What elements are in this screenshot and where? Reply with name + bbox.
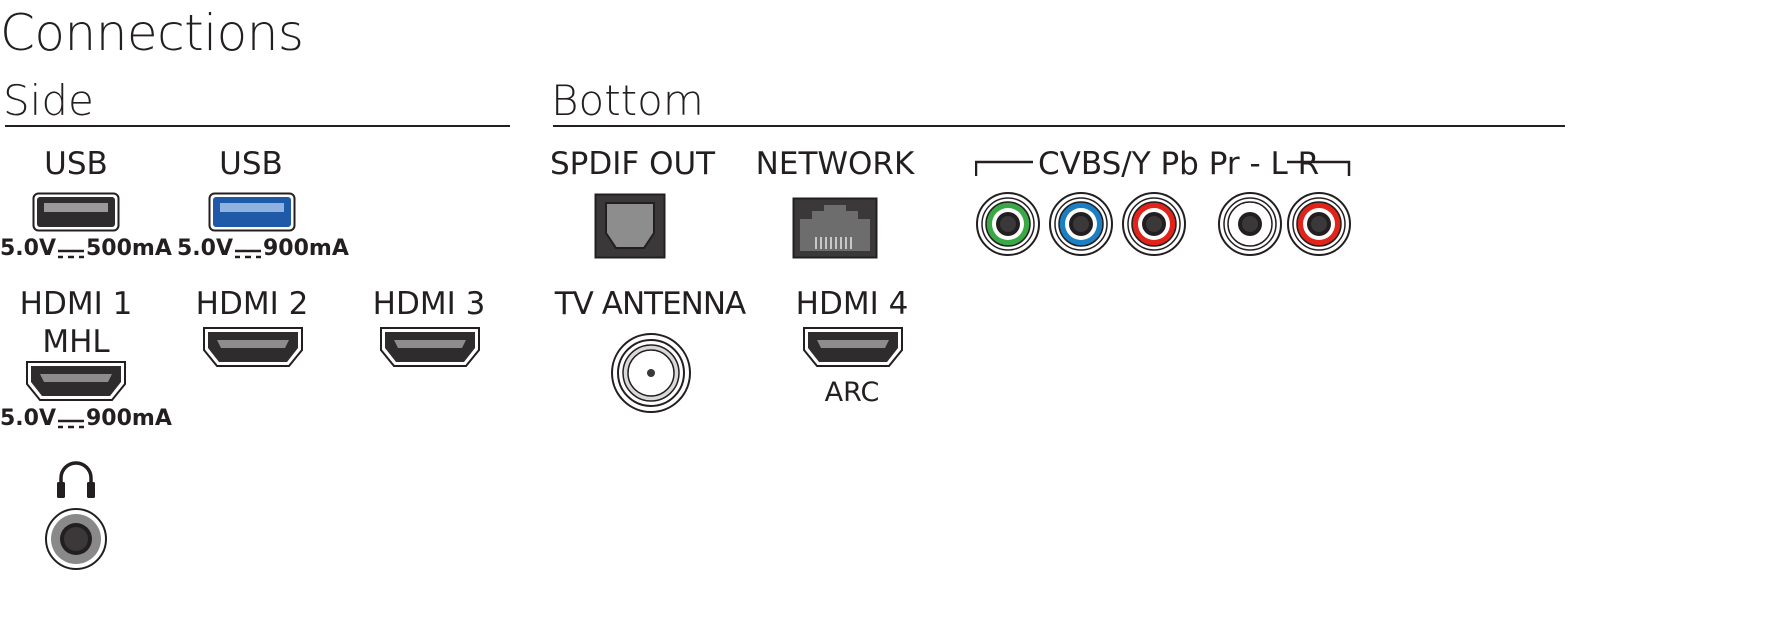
rca-jack-l-icon: [1218, 192, 1282, 256]
usb-2-port-icon: [208, 192, 296, 232]
usb-1-label: USB: [44, 146, 108, 182]
ethernet-port-icon: [792, 197, 878, 259]
dc-symbol-icon: [56, 412, 86, 429]
section-side-title: Side: [3, 76, 94, 125]
hdmi-4-arc-label: ARC: [824, 377, 880, 408]
hdmi-2-port-icon: [201, 325, 305, 369]
usb-2-label: USB: [219, 146, 283, 182]
spdif-optical-port-icon: [594, 193, 666, 259]
usb-1-port-icon: [32, 192, 120, 232]
hdmi-4-port-icon: [801, 325, 905, 369]
page-title: Connections: [0, 4, 304, 62]
rca-jacks-group: [976, 192, 1351, 256]
rca-jack-y-icon: [976, 192, 1040, 256]
component-jacks: [972, 191, 1352, 257]
dc-symbol-icon: [56, 242, 86, 259]
hdmi-1-port-icon: [24, 359, 128, 403]
component-av-label: CVBS/Y Pb Pr - L R: [1038, 146, 1320, 182]
headphone-jack-icon: [44, 507, 108, 571]
headphones-icon: [55, 458, 97, 504]
bottom-divider: [553, 125, 1565, 127]
hdmi-3-label: HDMI 3: [372, 286, 486, 322]
hdmi-4-label: HDMI 4: [795, 286, 909, 322]
dc-symbol-icon: [233, 242, 263, 259]
tv-antenna-label: TV ANTENNA: [554, 286, 747, 322]
side-divider: [5, 125, 510, 127]
section-bottom-title: Bottom: [551, 76, 704, 125]
component-bracket: [974, 158, 1351, 182]
hdmi-1-mhl-label: MHL: [42, 324, 110, 360]
rca-jack-pr-icon: [1122, 192, 1186, 256]
hdmi-1-label: HDMI 1: [19, 286, 133, 322]
spdif-out-label: SPDIF OUT: [550, 146, 716, 182]
rca-jack-r-icon: [1287, 192, 1351, 256]
rca-jack-pb-icon: [1049, 192, 1113, 256]
network-label: NETWORK: [755, 146, 915, 182]
antenna-coax-port-icon: [610, 332, 692, 414]
hdmi-3-port-icon: [378, 325, 482, 369]
hdmi-2-label: HDMI 2: [195, 286, 309, 322]
